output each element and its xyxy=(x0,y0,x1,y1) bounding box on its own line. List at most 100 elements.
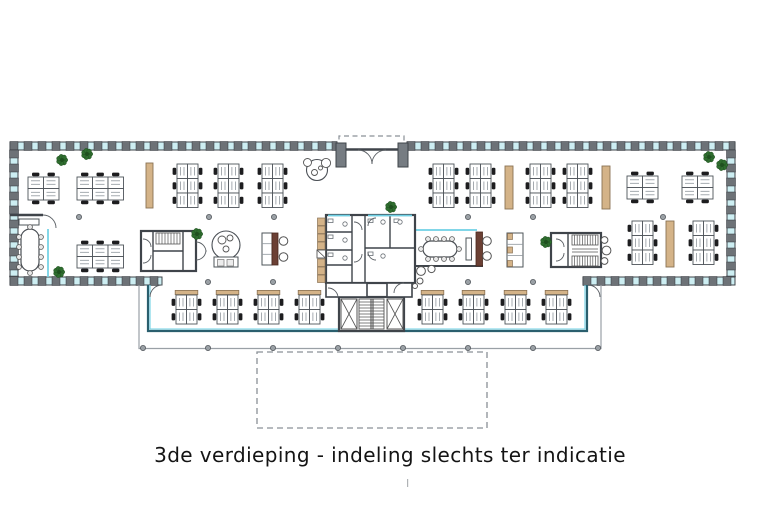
door-arc xyxy=(149,284,163,298)
door-arc xyxy=(587,284,601,298)
chair xyxy=(653,253,658,261)
chair xyxy=(484,298,489,306)
desk xyxy=(261,163,273,179)
vestibule xyxy=(325,282,368,298)
mullion xyxy=(9,219,19,229)
pouf xyxy=(482,251,492,261)
mullion xyxy=(644,141,654,151)
chair xyxy=(465,167,470,175)
counter-block xyxy=(507,260,513,267)
core-wall xyxy=(324,213,417,285)
mullion xyxy=(261,141,271,151)
chair xyxy=(425,256,431,262)
desk xyxy=(642,220,654,236)
chair xyxy=(212,313,217,321)
desk-cluster xyxy=(626,171,659,204)
plan-caption: 3de verdieping - indeling slechts ter in… xyxy=(154,443,626,467)
chair xyxy=(112,200,120,205)
desk xyxy=(268,309,280,325)
desk xyxy=(217,192,229,208)
mullion xyxy=(726,261,736,271)
pouf xyxy=(427,264,436,274)
desk xyxy=(228,178,240,194)
mullion xyxy=(726,177,736,187)
desk xyxy=(529,178,541,194)
toilet xyxy=(380,219,386,225)
column-dot xyxy=(530,278,537,285)
window-band xyxy=(9,149,19,278)
booth-seat xyxy=(222,245,230,253)
counter xyxy=(271,232,279,266)
window-band-group xyxy=(9,141,736,286)
booth-seat xyxy=(226,234,234,242)
mullion xyxy=(233,141,243,151)
chair xyxy=(417,313,422,321)
center-meeting-room xyxy=(408,231,483,267)
balcony xyxy=(335,135,409,168)
desk xyxy=(626,187,643,200)
desk xyxy=(228,163,240,179)
desk xyxy=(443,163,455,179)
vestibule xyxy=(386,282,413,298)
chair xyxy=(525,167,530,175)
right-stair-core xyxy=(549,231,603,269)
terrace-outline xyxy=(138,285,602,350)
desk xyxy=(515,294,527,310)
chair xyxy=(418,246,424,252)
mullion xyxy=(602,141,612,151)
mullion xyxy=(65,141,75,151)
chair xyxy=(213,196,218,204)
chair xyxy=(441,256,447,262)
chair xyxy=(541,313,546,321)
chair xyxy=(279,313,284,321)
plant-icon xyxy=(56,154,68,166)
chair xyxy=(500,298,505,306)
pouf xyxy=(600,257,609,265)
desk-cluster xyxy=(627,220,658,265)
plant-center xyxy=(195,232,199,236)
cluster-screen xyxy=(297,289,322,295)
column-dot xyxy=(204,344,211,351)
desk xyxy=(642,249,654,265)
toilet xyxy=(342,255,348,261)
desk xyxy=(626,175,643,188)
desk xyxy=(577,192,589,208)
balcony-dashed xyxy=(338,135,405,148)
desk xyxy=(443,178,455,194)
chair xyxy=(588,182,593,190)
chair xyxy=(172,182,177,190)
desk xyxy=(462,309,474,325)
booth-table xyxy=(211,230,241,260)
desk-cluster xyxy=(212,289,243,325)
window-band xyxy=(726,149,736,278)
plant-center xyxy=(707,155,711,159)
meeting-table xyxy=(422,240,458,258)
desk xyxy=(681,175,698,188)
mullion xyxy=(23,276,33,286)
desk xyxy=(469,178,481,194)
desk xyxy=(697,187,714,200)
locker xyxy=(317,274,326,283)
wood-cabinets xyxy=(145,162,675,268)
chair xyxy=(449,236,455,242)
chair xyxy=(27,224,33,230)
mullion xyxy=(560,141,570,151)
chair xyxy=(257,167,262,175)
desk xyxy=(432,294,444,310)
chair xyxy=(47,172,55,177)
chair xyxy=(198,196,203,204)
chair xyxy=(96,172,104,177)
shaft-x xyxy=(340,298,358,330)
toilet xyxy=(380,253,386,259)
credenza xyxy=(475,231,483,267)
column-dot xyxy=(76,213,83,220)
mullion xyxy=(9,177,19,187)
pillar xyxy=(335,142,347,168)
desk xyxy=(76,256,93,269)
desk xyxy=(642,235,654,251)
desk-cluster xyxy=(172,163,203,208)
desk xyxy=(187,163,199,179)
toilet-core xyxy=(316,213,417,285)
mullion xyxy=(666,276,676,286)
